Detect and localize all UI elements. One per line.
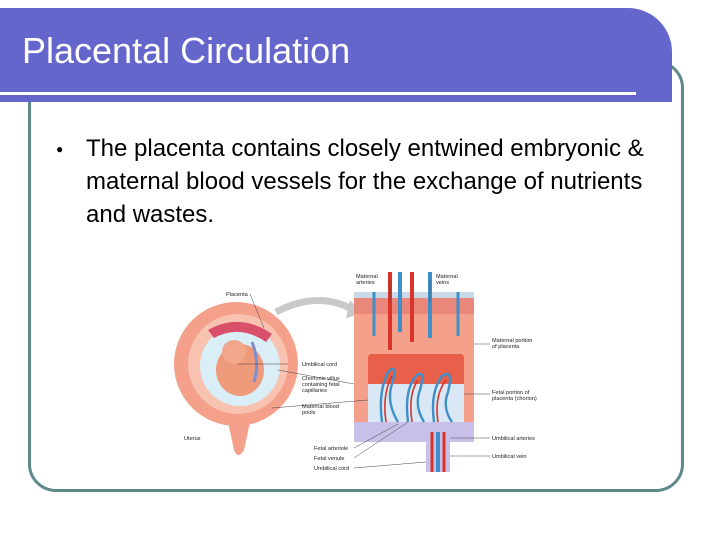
label-chorionic-villus-1: Chorionic villus: [302, 376, 340, 382]
bullet-icon: ●: [56, 142, 64, 156]
bullet-text: The placenta contains closely entwined e…: [86, 135, 644, 228]
placental-circulation-diagram: Placenta Umbilical cord Chorionic villus…: [174, 272, 537, 472]
label-maternal-veins-2: veins: [436, 280, 449, 286]
title-bar: [0, 8, 672, 102]
uterus-illustration: [174, 302, 298, 455]
title-underline: [0, 92, 636, 95]
label-maternal-portion-2: of placenta: [492, 344, 520, 350]
label-maternal-arteries-2: arteries: [356, 280, 375, 286]
label-umbilical-arteries: Umbilical arteries: [492, 436, 535, 442]
label-placenta: Placenta: [226, 292, 249, 298]
label-maternal-veins-1: Maternal: [436, 274, 458, 280]
cervix-shape: [228, 422, 250, 455]
placenta-detail: [354, 272, 474, 472]
label-maternal-arteries-1: Maternal: [356, 274, 378, 280]
chorionic-villi: [379, 367, 453, 423]
label-chorionic-villus-2: containing fetal: [302, 382, 340, 388]
label-fetal-arteriole: Fetal arteriole: [314, 446, 348, 452]
label-chorionic-villus-3: capillaries: [302, 388, 327, 394]
label-fetal-portion-2: placenta (chorion): [492, 396, 537, 402]
label-maternal-pools-2: pools: [302, 410, 316, 416]
slide-title: Placental Circulation: [22, 30, 351, 71]
label-umbilical-vein: Umbilical vein: [492, 454, 527, 460]
label-umbilical-cord-bottom: Umbilical cord: [314, 466, 349, 472]
leader-lines: [238, 280, 490, 469]
label-maternal-portion-1: Maternal portion: [492, 338, 532, 344]
label-maternal-pools-1: Maternal blood: [302, 404, 339, 410]
label-umbilical-cord-left: Umbilical cord: [302, 362, 337, 368]
placenta-shape: [208, 321, 272, 342]
connector-arrow: [274, 297, 356, 316]
label-fetal-portion-1: Fetal portion of: [492, 390, 530, 396]
label-fetal-venule: Fetal venule: [314, 456, 344, 462]
label-uterus: Uterus: [184, 436, 201, 442]
